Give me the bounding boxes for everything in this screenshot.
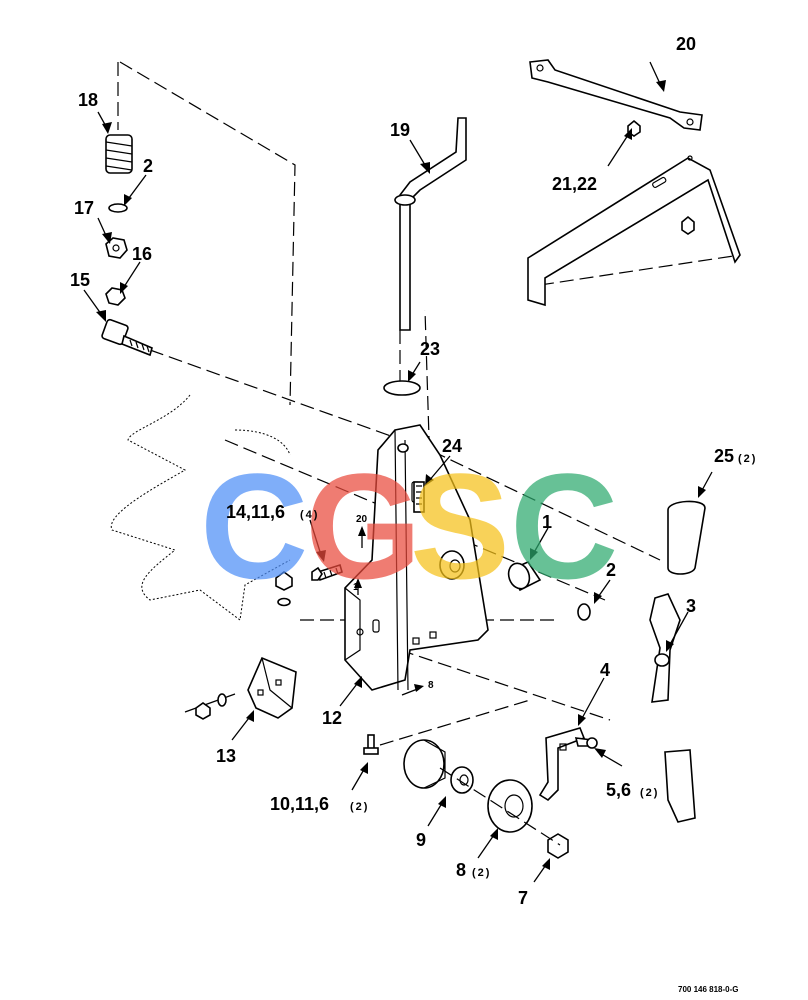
callout-19: 19 xyxy=(390,120,410,140)
inline-ref-8: 8 xyxy=(428,680,434,691)
watermark-letter-2: G xyxy=(305,442,422,610)
callout-labels: 18 2 17 16 15 19 20 21,22 23 24 25 (2) 1… xyxy=(70,34,757,908)
pulley-axis-line xyxy=(439,767,561,846)
clevis-pin xyxy=(574,737,598,749)
flat-washer xyxy=(108,203,128,213)
callout-17: 17 xyxy=(74,198,94,218)
drive-pulley xyxy=(487,779,533,833)
callout-14-11-6-qty: (4) xyxy=(300,509,319,521)
watermark-letter-4: C xyxy=(510,442,618,610)
callout-3: 3 xyxy=(686,596,696,616)
angle-bracket xyxy=(247,656,297,719)
callout-2-right: 2 xyxy=(606,560,616,580)
small-washer xyxy=(277,597,291,607)
callout-10-11-6-qty: (2) xyxy=(350,801,369,813)
callout-21-22: 21,22 xyxy=(552,174,597,194)
callout-13: 13 xyxy=(216,746,236,766)
callout-20: 20 xyxy=(676,34,696,54)
frame-section xyxy=(527,157,741,307)
callout-9: 9 xyxy=(416,830,426,850)
callout-23: 23 xyxy=(420,339,440,359)
watermark-letter-1: C xyxy=(200,442,308,610)
callout-10-11-6: 10,11,6 xyxy=(270,794,329,814)
figure-number: 700 146 818-0-G xyxy=(678,985,739,994)
callout-15: 15 xyxy=(70,270,90,290)
callout-1: 1 xyxy=(542,512,552,532)
hex-nut xyxy=(105,237,128,259)
control-rod xyxy=(394,117,467,331)
watermark: C G S C xyxy=(200,442,618,610)
callout-25: 25 xyxy=(714,446,734,466)
pulley-lock-nut xyxy=(547,833,569,859)
crank-arm xyxy=(649,593,681,703)
callout-25-qty: (2) xyxy=(738,453,757,465)
idler-bracket xyxy=(538,727,586,802)
callout-7: 7 xyxy=(518,888,528,908)
callout-5-6: 5,6 xyxy=(606,780,631,800)
bottom-bolt xyxy=(363,734,379,755)
flat-washer-right xyxy=(577,603,591,621)
bolt-with-washer xyxy=(311,563,343,582)
callout-12: 12 xyxy=(322,708,342,728)
rod-washer xyxy=(383,380,421,396)
callout-2-upper: 2 xyxy=(143,156,153,176)
reel-tine-outline xyxy=(110,394,291,621)
callout-4: 4 xyxy=(600,660,610,680)
callout-18: 18 xyxy=(78,90,98,110)
watermark-letter-3: S xyxy=(410,442,510,610)
callout-14-11-6: 14,11,6 xyxy=(226,502,285,522)
mounting-housing xyxy=(344,424,489,691)
leader-lines xyxy=(83,61,713,883)
rod-end-bolt xyxy=(101,318,153,357)
lock-nut xyxy=(275,571,293,591)
inline-ref-20: 20 xyxy=(356,514,368,525)
idler-pulley xyxy=(403,739,446,789)
compression-spring xyxy=(105,134,133,174)
slotted-bracket xyxy=(413,481,425,513)
inline-ref-1: 1 xyxy=(353,582,359,593)
callout-5-6-qty: (2) xyxy=(640,787,659,799)
callout-8-qty: (2) xyxy=(472,867,491,879)
rubber-pads xyxy=(664,500,706,823)
support-arm xyxy=(529,59,703,131)
callout-16: 16 xyxy=(132,244,152,264)
callout-8: 8 xyxy=(456,860,466,880)
bracket-bolt xyxy=(184,693,236,720)
pivot-boss xyxy=(439,550,465,580)
callout-24: 24 xyxy=(442,436,462,456)
spacer-bushing xyxy=(507,560,542,592)
pulley-spacer xyxy=(450,766,474,794)
